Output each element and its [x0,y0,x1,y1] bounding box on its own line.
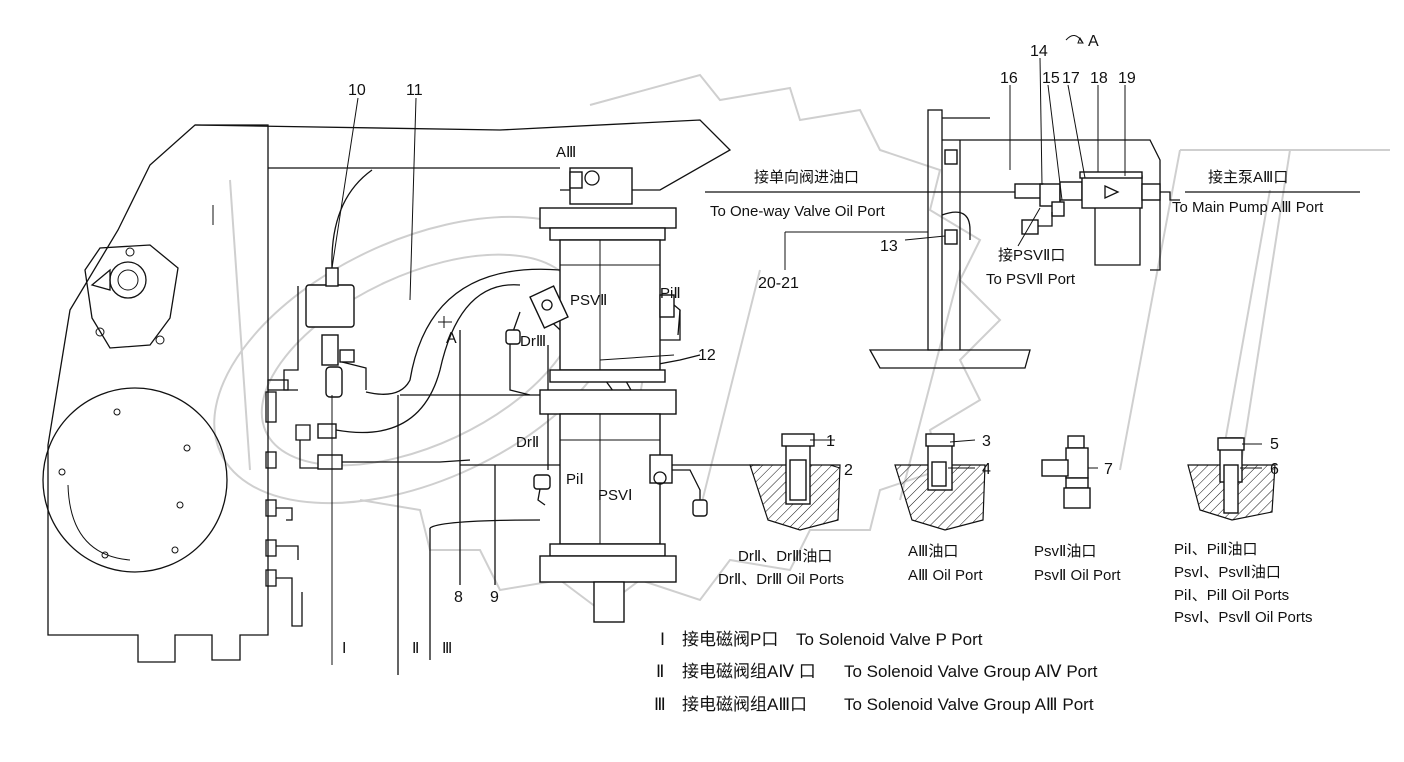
legend-en-3: To Solenoid Valve Group AⅢ Port [844,695,1094,714]
caption-psv2-en: PsvⅡ Oil Port [1034,567,1121,584]
detail-section-pi [1187,437,1276,521]
callout-15: 15 [1042,70,1060,87]
caption-dr-cn: DrⅡ、DrⅢ油口 [738,548,832,565]
detail-section-a3 [894,433,986,531]
caption-psv-en: PsvⅠ、PsvⅡ Oil Ports [1174,609,1313,626]
leader-lines [331,57,1262,469]
caption-psv-cn: PsvⅠ、PsvⅡ油口 [1174,564,1281,581]
port-label-dr3: DrⅢ [520,333,546,350]
caption-a3-cn: AⅢ油口 [908,543,958,560]
callout-1: 1 [826,433,835,450]
legend-cn-3: 接电磁阀组AⅢ口 [682,695,807,714]
port-label-psv2: PSVⅡ [570,292,607,309]
pump-mount-frame [705,109,1360,369]
line-id-1: Ⅰ [342,640,346,657]
callout-18: 18 [1090,70,1108,87]
callout-13: 13 [880,238,898,255]
callout-14: 14 [1030,43,1048,60]
watermark-logo [213,73,1390,612]
caption-dr-en: DrⅡ、DrⅢ Oil Ports [718,571,844,588]
conn-oneway-en: To One-way Valve Oil Port [710,203,886,220]
callout-9: 9 [490,589,499,606]
callout-3: 3 [982,433,991,450]
callout-6: 6 [1270,461,1279,478]
pump-housing [42,124,303,663]
callout-7: 7 [1104,461,1113,478]
callout-5: 5 [1270,436,1279,453]
callout-4: 4 [982,461,991,478]
conn-psv2-en: To PSVⅡ Port [986,271,1076,288]
port-label-pi1: PiⅠ [566,471,584,488]
caption-pi-cn: PiⅠ、PiⅡ油口 [1174,541,1257,558]
callout-16: 16 [1000,70,1018,87]
conn-oneway-cn: 接单向阀进油口 [754,169,859,186]
callout-8: 8 [454,589,463,606]
callout-12: 12 [698,347,716,364]
view-marker-mid: A [446,330,457,347]
legend-en-2: To Solenoid Valve Group AⅣ Port [844,662,1098,681]
legend: Ⅰ 接电磁阀P口 To Solenoid Valve P Port Ⅱ 接电磁阀… [654,630,1098,714]
line-id-3: Ⅲ [442,640,452,657]
detail-fitting-psv2 [1041,435,1091,509]
legend-id-2: Ⅱ [656,662,664,681]
caption-pi-en: PiⅠ、PiⅡ Oil Ports [1174,587,1289,604]
conn-mainpump-en: To Main Pump AⅢ Port [1172,199,1324,216]
callout-19: 19 [1118,70,1136,87]
legend-cn-1: 接电磁阀P口 [682,630,778,649]
relief-valve-assembly [283,169,471,470]
callout-20-21: 20-21 [758,275,799,292]
port-label-pi2: PiⅡ [660,285,681,302]
conn-mainpump-cn: 接主泵AⅢ口 [1208,169,1288,186]
port-label-psv1: PSVⅠ [598,487,632,504]
callout-2: 2 [844,462,853,479]
view-marker-top: A [1088,33,1099,50]
legend-id-3: Ⅲ [654,695,666,714]
piping [335,268,760,675]
conn-psv2-cn: 接PSVⅡ口 [998,247,1065,264]
callout-11: 11 [406,82,423,99]
legend-id-1: Ⅰ [660,630,665,649]
legend-en-1: To Solenoid Valve P Port [796,630,983,649]
port-label-dr2: DrⅡ [516,434,539,451]
callout-17: 17 [1062,70,1080,87]
valve-stack [505,167,708,623]
detail-section-dr [749,433,841,531]
callout-10: 10 [348,82,366,99]
line-id-2: Ⅱ [412,640,419,657]
caption-psv2-cn: PsvⅡ油口 [1034,543,1096,560]
port-label-a3: AⅢ [556,144,576,161]
legend-cn-2: 接电磁阀组AⅣ 口 [682,662,816,681]
caption-a3-en: AⅢ Oil Port [908,567,983,584]
